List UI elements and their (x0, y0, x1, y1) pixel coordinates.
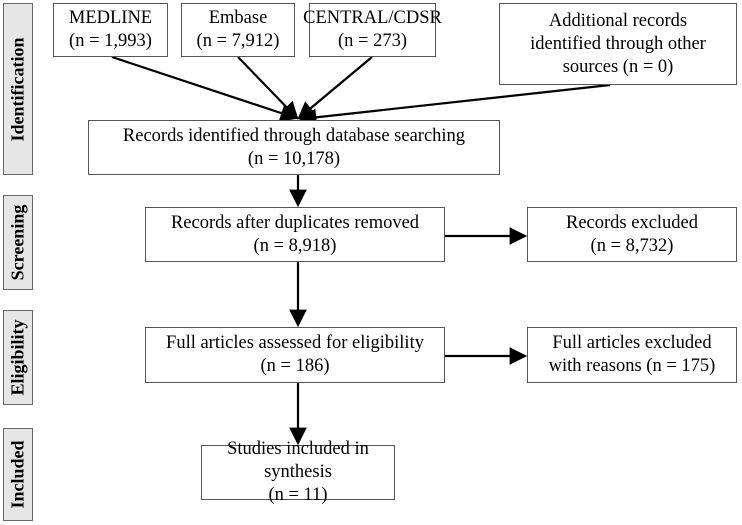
records-deduplicated: Records after duplicates removed(n = 8,9… (145, 207, 445, 262)
studies-included: Studies included in synthesis(n = 11) (201, 439, 395, 505)
source-central: CENTRAL/CDSR(n = 273) (303, 3, 442, 57)
records-excluded: Records excluded(n = 8,732) (527, 207, 737, 262)
source-additional: Additional records identified through ot… (499, 3, 737, 85)
phase-screening: Screening (3, 195, 33, 290)
full-text-assessed: Full articles assessed for eligibility(n… (145, 327, 445, 383)
source-medline: MEDLINE(n = 1,993) (53, 3, 168, 57)
arrow-embase (237, 56, 299, 120)
phase-identification: Identification (3, 3, 33, 175)
records-identified: Records identified through database sear… (88, 120, 500, 175)
phase-included: Included (3, 428, 33, 521)
source-embase: Embase(n = 7,912) (181, 3, 295, 57)
arrow-additional (298, 83, 611, 127)
phase-eligibility: Eligibility (3, 310, 33, 405)
full-text-excluded: Full articles excluded with reasons (n =… (527, 327, 737, 383)
arrow-central (297, 56, 373, 120)
arrow-medline (111, 55, 299, 122)
